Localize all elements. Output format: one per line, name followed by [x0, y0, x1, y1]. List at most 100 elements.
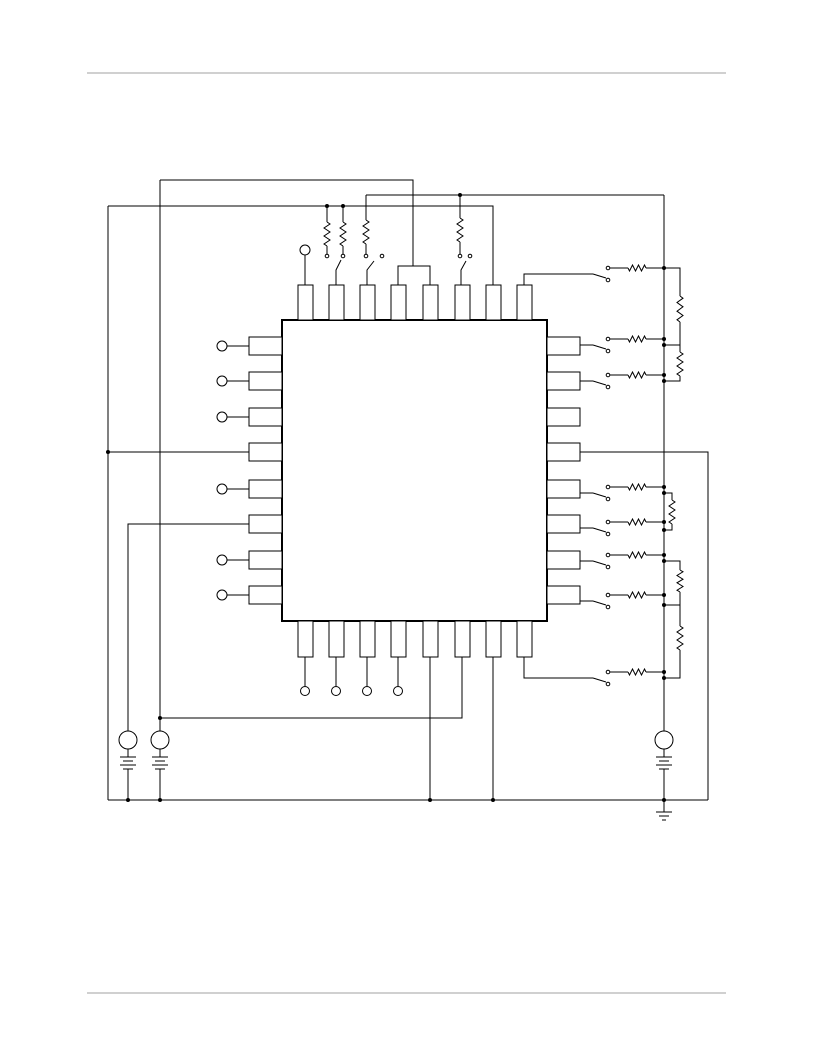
- wire-left-pin6: [127, 523, 249, 731]
- switch-contact: [379, 253, 385, 259]
- pin-bottom-8: [516, 620, 533, 658]
- pin-right-8: [546, 585, 581, 605]
- pin-bottom-2: [328, 620, 345, 658]
- chip-body: [281, 319, 548, 622]
- pin-right-6: [546, 514, 581, 534]
- junction-dot: [662, 559, 666, 563]
- resistor-icon: [627, 263, 647, 273]
- switch-contact: [605, 519, 611, 525]
- junction-dot: [662, 528, 666, 532]
- switch-right-6: [580, 550, 664, 570]
- resistor-icon: [668, 499, 676, 525]
- wiring: [107, 179, 709, 812]
- terminal-left-8: [216, 589, 228, 601]
- switch-right-3: [580, 370, 664, 390]
- junction-dot: [662, 337, 666, 341]
- terminal-top-1: [299, 244, 311, 256]
- pin-top-7: [485, 284, 502, 321]
- resistor-icon: [676, 351, 684, 377]
- resistor-icon: [456, 217, 464, 243]
- junction-dot: [428, 798, 432, 802]
- switch-arm: [580, 338, 664, 350]
- junction-dot: [662, 485, 666, 489]
- switch-contact: [457, 253, 463, 259]
- resistor-icon: [627, 334, 647, 344]
- junction-dot: [158, 716, 162, 720]
- resistor-icon: [627, 482, 647, 492]
- terminal-bottom-2: [331, 686, 341, 696]
- switch-contact: [605, 564, 611, 570]
- pin-top-5: [422, 284, 439, 321]
- junction-dot: [158, 798, 162, 802]
- source-circle: [654, 730, 674, 750]
- terminal-left-5: [216, 483, 228, 495]
- battery-icon: [152, 749, 168, 770]
- junction-dot: [662, 603, 666, 607]
- battery-icon: [120, 749, 136, 770]
- terminal-bottom-1: [300, 686, 310, 696]
- junction-dot: [126, 798, 130, 802]
- switch-contact: [605, 669, 611, 675]
- source-circle: [150, 730, 170, 750]
- source-left-b: [150, 730, 170, 770]
- pin-right-5: [546, 479, 581, 499]
- junction-dot: [662, 373, 666, 377]
- switch-arm: [523, 657, 664, 683]
- switch-contact: [605, 484, 611, 490]
- switch-arm: [580, 554, 664, 566]
- pin-left-3: [248, 407, 283, 427]
- junction-dot: [341, 204, 345, 208]
- source-circle: [118, 730, 138, 750]
- switch-contact: [605, 681, 611, 687]
- wire-bus-b: [159, 179, 463, 731]
- resistor-icon: [323, 221, 331, 247]
- switch-contact: [605, 372, 611, 378]
- switch-contact: [605, 348, 611, 354]
- pin-left-2: [248, 371, 283, 391]
- pin-left-8: [248, 585, 283, 605]
- source-right: [654, 730, 674, 770]
- pin-top-4: [390, 284, 407, 321]
- terminal-bottom-4: [393, 686, 403, 696]
- resistors: [323, 217, 684, 651]
- pin-right-1: [546, 336, 581, 356]
- wire-terminal-leads: [227, 255, 399, 686]
- switch-arm: [366, 260, 375, 285]
- resistor-icon: [676, 569, 684, 593]
- resistor-icon: [627, 667, 647, 677]
- pin-top-8: [516, 284, 533, 321]
- switch-right-8: [523, 657, 664, 687]
- wire-right-ladder: [664, 267, 681, 679]
- switch-contact: [605, 496, 611, 502]
- resistor-icon: [676, 625, 684, 651]
- junction-dot: [325, 204, 329, 208]
- switch-right-7: [580, 590, 664, 610]
- resistor-icon: [627, 590, 647, 600]
- wire-top-resistor-leads: [326, 195, 461, 254]
- pin-right-7: [546, 550, 581, 570]
- switch-arm: [460, 260, 467, 285]
- wire-left-bus: [107, 205, 494, 800]
- switch-top-pin2: [324, 253, 346, 285]
- switch-arm: [580, 374, 664, 386]
- pin-bottom-6: [454, 620, 471, 658]
- switch-right-4: [580, 482, 664, 502]
- switch-contact: [340, 253, 346, 259]
- junction-dots: [106, 193, 666, 802]
- terminal-bottom-3: [362, 686, 372, 696]
- pin-right-4: [546, 442, 581, 462]
- switch-top-pin3: [363, 253, 385, 285]
- switch-contact: [605, 531, 611, 537]
- switch-contact: [467, 253, 473, 259]
- switch-right-1: [523, 263, 664, 285]
- pin-top-6: [454, 284, 471, 321]
- resistor-icon: [676, 295, 684, 323]
- ground-icon: [656, 811, 672, 821]
- junction-dot: [458, 193, 462, 197]
- junction-dot: [662, 379, 666, 383]
- pin-left-1: [248, 336, 283, 356]
- junction-dot: [662, 798, 666, 802]
- switch-contact: [605, 592, 611, 598]
- switch-contact: [605, 384, 611, 390]
